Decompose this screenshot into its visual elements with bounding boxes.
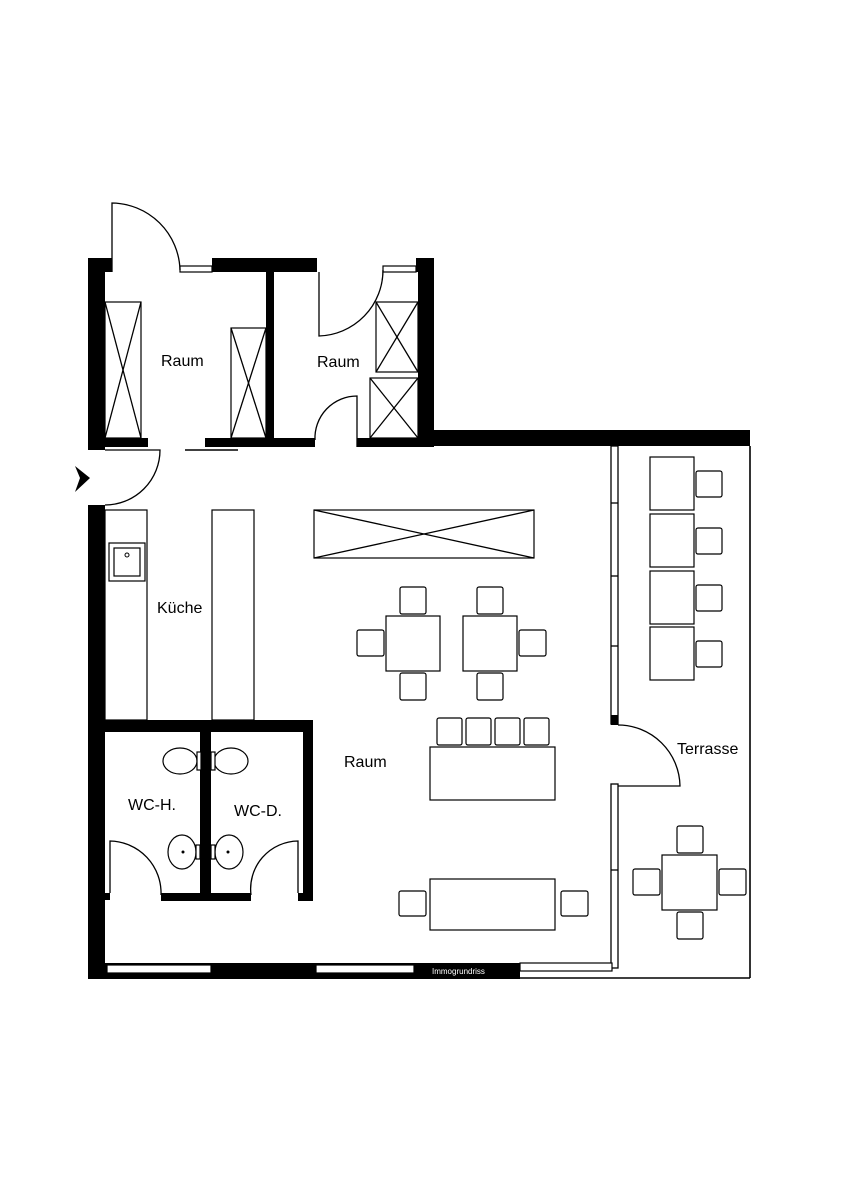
chair-icon (399, 586, 427, 615)
chair-icon (518, 629, 547, 657)
wall-upper-bottom-a (88, 438, 148, 447)
entrance-arrow-icon (75, 466, 90, 492)
shelf-icon (375, 301, 419, 373)
table-icon (649, 626, 695, 681)
toilet-icon (162, 747, 202, 775)
sink-icon (167, 834, 201, 870)
shelf-icon (313, 509, 535, 559)
shelf-icon (369, 377, 419, 439)
room-label-raum-main: Raum (344, 754, 387, 771)
room-label-raum-top-left: Raum (161, 353, 204, 370)
chair-icon (476, 672, 504, 701)
kitchen (104, 509, 255, 721)
table-icon (462, 615, 518, 672)
table-icon (661, 854, 718, 911)
shelf-icon (104, 301, 142, 439)
window-bottom-3 (519, 962, 613, 972)
thin-walls (106, 265, 751, 979)
terrace-table-5 (632, 825, 747, 940)
chair-icon (676, 825, 704, 854)
table-icon (649, 513, 695, 568)
chair-icon (436, 717, 463, 746)
chair-icon (494, 717, 521, 746)
window-bottom-2 (315, 964, 415, 974)
chair-icon (476, 586, 504, 615)
toilet-icon (210, 747, 249, 775)
chair-icon (695, 527, 723, 555)
chair-icon (465, 717, 492, 746)
kitchen-island (211, 509, 255, 721)
wall-wc-divider (200, 732, 211, 900)
wall-upper-bottom-c (357, 438, 434, 447)
chair-icon (718, 868, 747, 896)
shelves (104, 301, 535, 559)
table-icon (429, 746, 556, 801)
chair-icon (398, 890, 427, 917)
chair-icon (632, 868, 661, 896)
room-labels: Raum Raum Küche Raum WC-H. WC-D. Terrass… (128, 353, 738, 820)
glass-wall-upper (610, 445, 619, 725)
door-swing-icon (249, 840, 299, 896)
terrace-table-4 (649, 626, 723, 681)
bottom-table-set (398, 878, 589, 931)
wall-upper-bottom-b (205, 438, 315, 447)
chair-icon (356, 629, 385, 657)
kitchen-counter (104, 509, 148, 721)
chair-icon (523, 717, 550, 746)
door-swing-icon (617, 724, 681, 787)
glass-wall-lower (610, 783, 619, 969)
chair-icon (695, 640, 723, 668)
terrace-table-1 (649, 456, 723, 511)
table-set-2 (462, 586, 547, 701)
table-icon (429, 878, 556, 931)
long-table-set (429, 717, 556, 801)
terrace-table-3 (649, 570, 723, 625)
room-label-raum-top-right: Raum (317, 354, 360, 371)
room-label-terrasse: Terrasse (677, 741, 738, 758)
chair-icon (399, 672, 427, 701)
wall-wc-right (303, 720, 313, 900)
window-bottom-1 (106, 964, 212, 974)
watermark: Immogrundriss (432, 967, 485, 976)
room-label-kueche: Küche (157, 600, 202, 617)
door-swing-icon (318, 269, 384, 337)
sink-icon (210, 834, 244, 870)
wall-wc-top (105, 720, 313, 732)
wall-left-upper (88, 258, 105, 450)
sink-icon (108, 542, 146, 582)
terrace-furniture (632, 456, 747, 940)
wall-upper-divider (266, 272, 274, 442)
door-swing-icon (314, 395, 358, 447)
chair-icon (695, 584, 723, 612)
table-icon (649, 570, 695, 625)
wall-main-top (418, 430, 750, 446)
chair-icon (695, 470, 723, 498)
door-swing-icon (104, 449, 161, 506)
terrace-table-2 (649, 513, 723, 568)
doors (104, 202, 681, 896)
room-label-wc-d: WC-D. (234, 803, 282, 820)
table-set-1 (356, 586, 441, 701)
chair-icon (676, 911, 704, 940)
table-icon (385, 615, 441, 672)
wall-wc-bottom-a (105, 893, 110, 900)
table-icon (649, 456, 695, 511)
wc-fixtures (162, 747, 249, 870)
wall-wc-bottom-c (298, 893, 313, 901)
wall-left-lower (88, 505, 105, 979)
door-swing-icon (109, 840, 162, 896)
door-swing-icon (111, 202, 181, 272)
chair-icon (560, 890, 589, 917)
wall-upper-right (418, 258, 434, 446)
wall-wc-bottom-b (161, 893, 251, 901)
wall-top-b (212, 258, 317, 272)
wall-top-a (88, 258, 112, 272)
room-label-wc-h: WC-H. (128, 797, 176, 814)
shelf-icon (230, 327, 267, 439)
dining-sets (356, 586, 589, 931)
